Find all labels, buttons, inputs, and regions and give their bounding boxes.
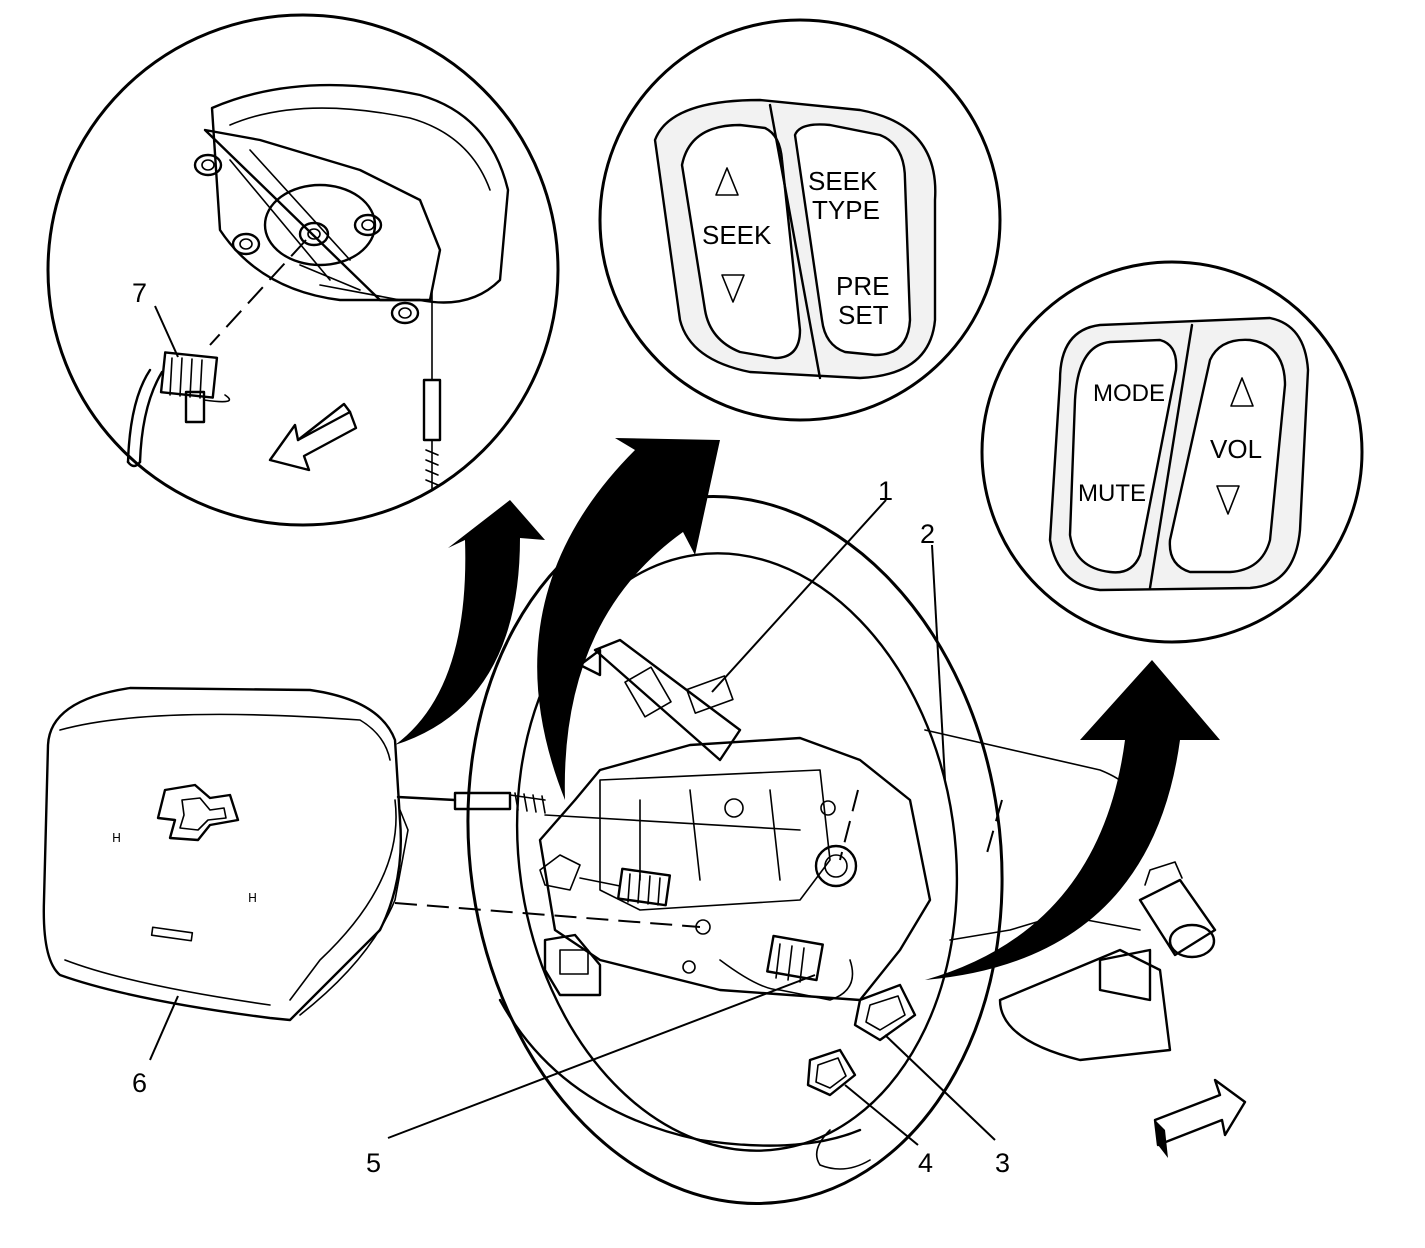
callout-1-leader <box>711 499 887 693</box>
seek-up-icon <box>715 167 739 196</box>
shift-lever <box>1138 861 1217 959</box>
steering-wheel <box>466 495 1247 1205</box>
seek-down-icon <box>721 274 745 303</box>
svg-text:ᕼ: ᕼ <box>112 831 121 845</box>
mounting-stud <box>193 153 223 177</box>
seek-button[interactable]: SEEK <box>680 123 802 360</box>
callout-2-leader <box>931 544 946 781</box>
vol-label: VOL <box>1210 434 1262 464</box>
mode-mute-button[interactable]: MODE MUTE <box>1068 338 1178 574</box>
audio-controls-detail-view: MODE MUTE VOL <box>980 260 1364 644</box>
callout-1: 1 <box>878 476 893 506</box>
preset-label-line1: PRE <box>836 271 889 301</box>
callout-2: 2 <box>920 519 935 549</box>
front-direction-arrow-icon <box>1153 1078 1247 1158</box>
steering-nut <box>814 844 858 888</box>
airbag-module: ᕼ ᕼ 6 <box>42 686 801 1098</box>
callout-3-leader <box>884 1034 996 1141</box>
callout-4: 4 <box>918 1148 933 1178</box>
radio-switch[interactable] <box>853 983 917 1042</box>
callout-7: 7 <box>132 278 147 308</box>
airbag-connector <box>126 351 231 468</box>
mounting-stud <box>353 213 383 237</box>
volume-button[interactable]: VOL <box>1168 338 1287 574</box>
callout-5: 5 <box>366 1148 381 1178</box>
volume-up-icon <box>1230 377 1254 407</box>
seek-type-preset-button[interactable]: SEEK TYPE PRE SET <box>793 123 912 357</box>
preset-label-line2: SET <box>838 300 889 330</box>
view-direction-arrow-icon <box>268 402 358 472</box>
callout-3: 3 <box>995 1148 1010 1178</box>
volume-down-icon <box>1216 485 1240 515</box>
clock-spring-connector <box>539 854 672 907</box>
callout-4-leader <box>844 1084 919 1146</box>
airbag-detail-arrow <box>395 500 545 745</box>
mute-label: MUTE <box>1078 480 1146 507</box>
svg-text:ᕼ: ᕼ <box>248 891 257 905</box>
airbag-back-detail-view: 7 <box>46 13 560 527</box>
callout-7-leader <box>154 305 179 358</box>
mounting-stud <box>390 301 420 325</box>
radio-controls-detail-view: SEEK SEEK TYPE PRE SET <box>598 18 1002 422</box>
callout-6-leader <box>149 995 179 1061</box>
radio-detail-arrow <box>537 438 720 800</box>
seek-type-label-line1: SEEK <box>808 166 878 196</box>
mounting-stud <box>231 232 261 256</box>
seek-type-label-line2: TYPE <box>812 195 880 225</box>
callout-5-leader <box>387 974 816 1139</box>
mode-label: MODE <box>1093 380 1165 407</box>
switch-harness-connector <box>719 934 854 1001</box>
callout-6: 6 <box>132 1068 147 1098</box>
audio-detail-arrow <box>925 660 1220 980</box>
audio-switch[interactable] <box>806 1048 857 1097</box>
seek-label: SEEK <box>702 220 772 250</box>
chevrolet-bowtie-logo <box>156 783 240 842</box>
